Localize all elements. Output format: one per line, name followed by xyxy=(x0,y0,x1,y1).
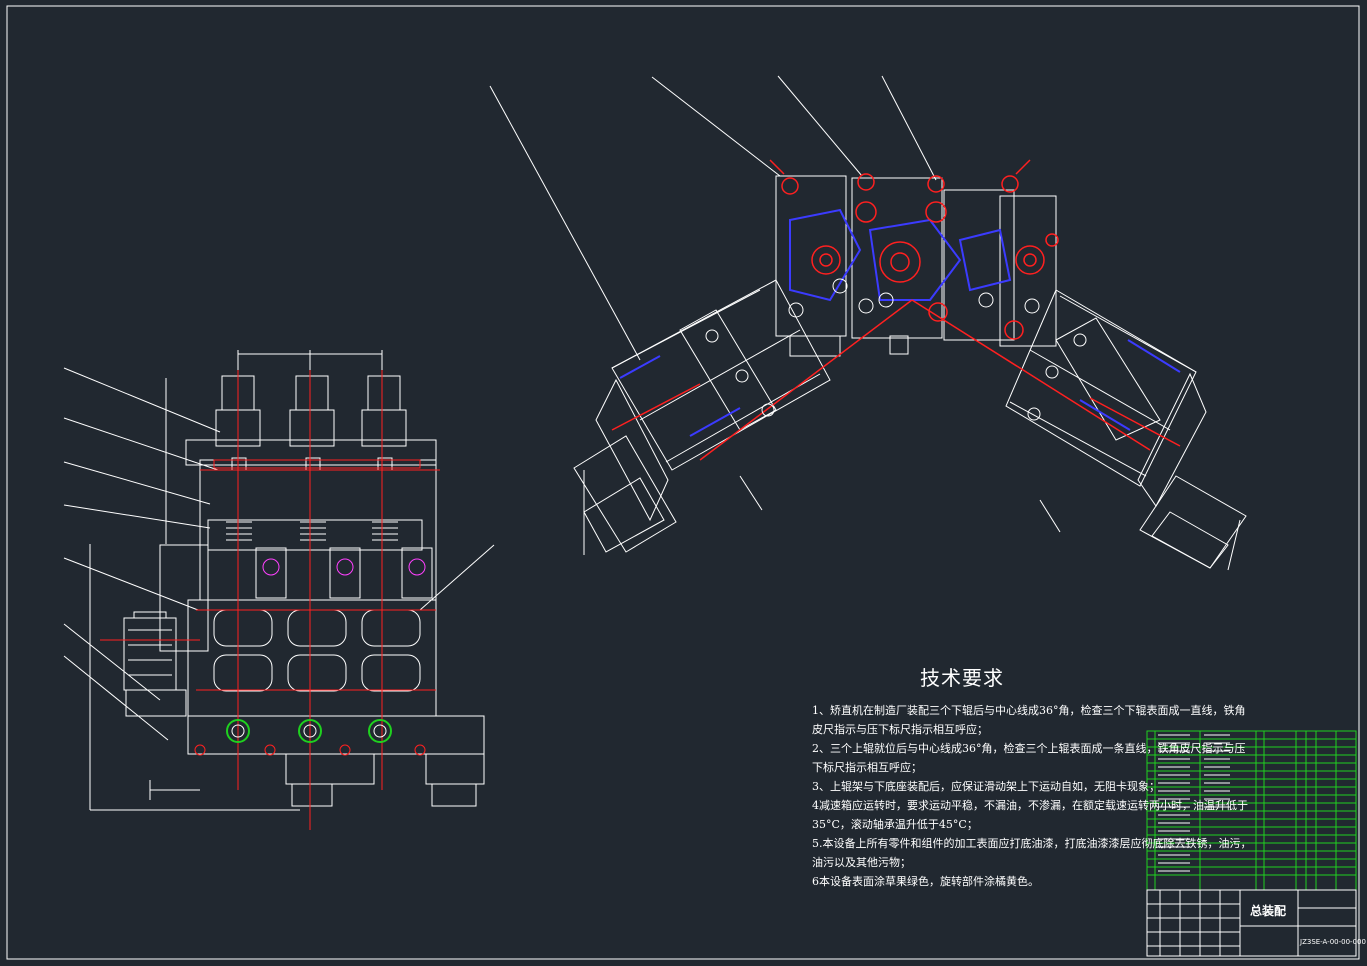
requirement-line: 6本设备表面涂草果绿色，旋转部件涂橘黄色。 xyxy=(812,875,1039,888)
front-view-bearings xyxy=(194,558,426,756)
requirement-line: 1、矫直机在制造厂装配三个下辊后与中心线成36°角，检查三个下辊表面成一直线，铁… xyxy=(812,704,1246,717)
drawing-title: 总装配 xyxy=(1250,904,1287,918)
technical-requirements: 技术要求 1、矫直机在制造厂装配三个下辊后与中心线成36°角，检查三个下辊表面成… xyxy=(812,662,1252,891)
side-view-white-details xyxy=(705,278,1087,421)
front-view xyxy=(63,350,495,811)
requirement-line: 5.本设备上所有零件和组件的加工表面应打底油漆，打底油漆漆层应彻底除去铁锈，油污… xyxy=(812,837,1252,850)
side-view-red xyxy=(611,159,1181,461)
parts-list-text xyxy=(1158,734,1230,872)
requirement-line: 油污以及其他污物； xyxy=(812,856,911,869)
requirement-line: 2、三个上辊就位后与中心线成36°角，检查三个上辊表面成一条直线，铁角皮尺指示与… xyxy=(812,742,1246,755)
parts-list xyxy=(1146,730,1357,891)
side-view xyxy=(489,75,1247,571)
requirement-line: 3、上辊架与下底座装配后，应保证滑动架上下运动自如，无阻卡现象； xyxy=(812,780,1160,793)
requirement-line: 35°C，滚动轴承温升低于45°C； xyxy=(812,818,978,831)
drawing-number: JZ3SE-A-00-00-000 xyxy=(1300,938,1366,946)
technical-requirements-heading: 技术要求 xyxy=(920,666,1004,690)
title-block xyxy=(1146,889,1357,957)
requirement-line: 皮尺指示与压下标尺指示相互呼应； xyxy=(812,723,988,736)
requirement-line: 下标尺指示相互呼应； xyxy=(812,761,922,774)
requirement-line: 4减速箱应运转时，要求运动平稳，不漏油，不渗漏，在额定载速运转两小时，油温升低于 xyxy=(812,799,1248,812)
drawing-border xyxy=(6,5,1360,960)
side-view-blue xyxy=(619,208,1181,437)
